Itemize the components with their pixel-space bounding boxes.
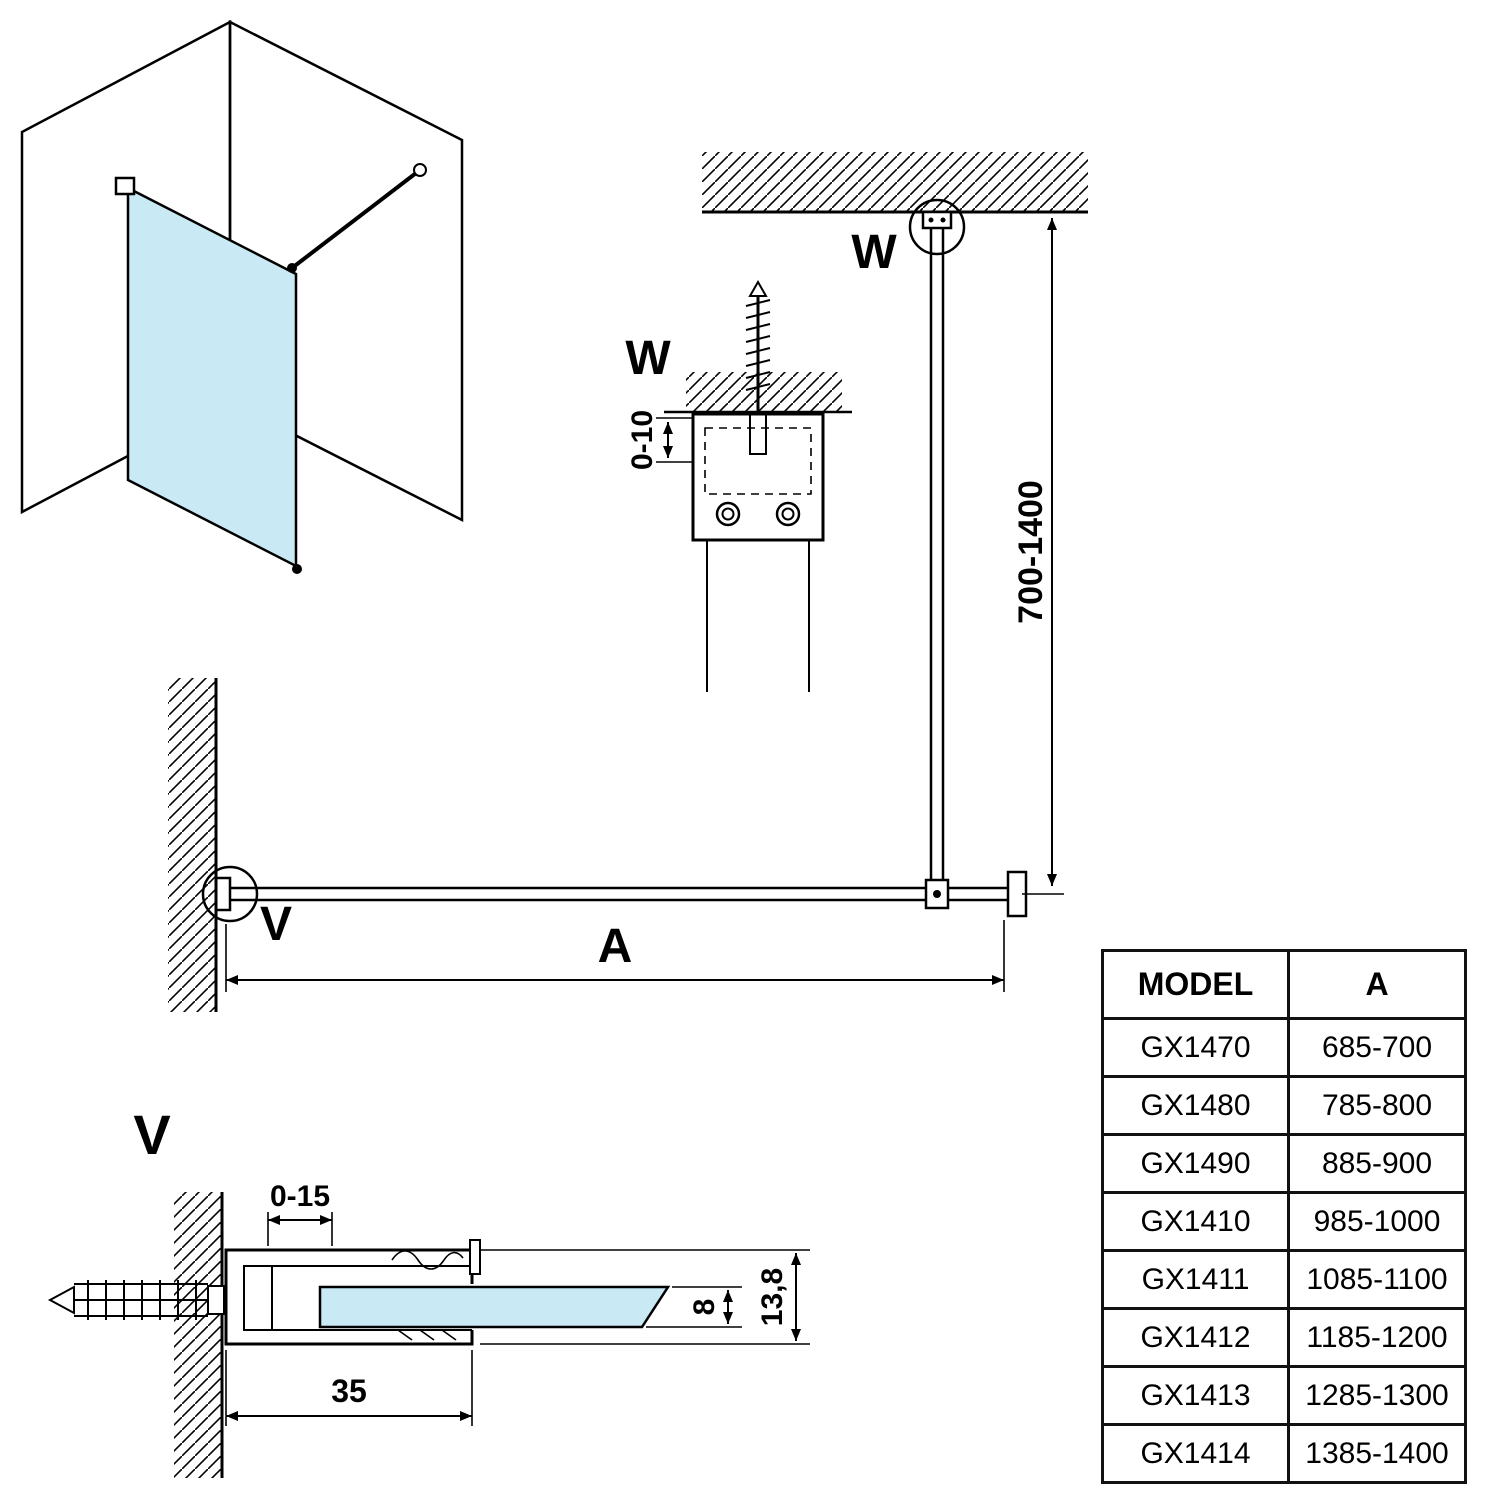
bracket-slot — [749, 414, 767, 455]
dim-text-35: 35 — [331, 1373, 367, 1409]
clip-detail — [391, 1250, 464, 1270]
table-row: GX1413 1285-1300 — [1101, 1365, 1467, 1426]
table-row: GX1411 1085-1100 — [1101, 1249, 1467, 1310]
wall-hatch — [168, 678, 216, 1012]
detail-w: W 0-10 — [625, 279, 852, 692]
range-cell: 1185-1200 — [1287, 1307, 1467, 1368]
model-cell: GX1490 — [1101, 1133, 1290, 1194]
wall-hatch — [174, 1192, 222, 1478]
bolt-icon — [940, 217, 946, 223]
bolt-icon — [715, 501, 741, 527]
table-row: GX1412 1185-1200 — [1101, 1307, 1467, 1368]
wall-anchor-icon — [47, 1280, 225, 1320]
model-spec-table: MODEL A GX1470 685-700 GX1480 785-800 GX… — [1101, 949, 1467, 1484]
gasket-tick — [419, 1329, 435, 1341]
gasket-tick — [441, 1329, 457, 1341]
bracket-body — [691, 412, 825, 542]
range-cell: 1385-1400 — [1287, 1423, 1467, 1484]
col-header-model: MODEL — [1101, 949, 1290, 1020]
table-header-row: MODEL A — [1101, 949, 1467, 1020]
model-cell: GX1411 — [1101, 1249, 1290, 1310]
support-bar-wall-fitting — [413, 163, 427, 177]
isometric-overview — [20, 19, 464, 574]
table-row: GX1410 985-1000 — [1101, 1191, 1467, 1252]
model-cell: GX1414 — [1101, 1423, 1290, 1484]
dim-text-0-10: 0-10 — [626, 410, 659, 470]
detail-w-label: W — [625, 332, 671, 385]
table-row: GX1480 785-800 — [1101, 1075, 1467, 1136]
model-cell: GX1480 — [1101, 1075, 1290, 1136]
callout-w-label: W — [851, 226, 897, 279]
detail-callout-w-circle — [908, 198, 966, 256]
glass-section — [318, 1285, 671, 1329]
model-cell: GX1412 — [1101, 1307, 1290, 1368]
gasket-tick — [397, 1329, 413, 1341]
dim-text-0-15: 0-15 — [270, 1180, 330, 1213]
dimension-8: 8 — [646, 1286, 742, 1328]
bolt-icon — [721, 507, 735, 521]
ceiling-hatch — [686, 372, 842, 412]
wall-profile — [214, 876, 232, 912]
range-cell: 985-1000 — [1287, 1191, 1467, 1252]
dim-text-height: 700-1400 — [1012, 480, 1050, 624]
callout-v-label: V — [260, 898, 292, 951]
dimension-height: 700-1400 — [1012, 218, 1064, 895]
dim-text-a: A — [598, 920, 633, 973]
range-cell: 1285-1300 — [1287, 1365, 1467, 1426]
clip-pin — [469, 1239, 481, 1275]
range-cell: 1085-1100 — [1287, 1249, 1467, 1310]
dimension-0-15: 0-15 — [267, 1180, 333, 1246]
bolt-icon — [775, 501, 801, 527]
dim-text-8: 8 — [688, 1299, 721, 1316]
range-cell: 785-800 — [1287, 1075, 1467, 1136]
col-header-a: A — [1287, 949, 1467, 1020]
ceiling-bracket — [921, 210, 953, 230]
glass-foot — [292, 564, 302, 574]
range-cell: 885-900 — [1287, 1133, 1467, 1194]
detail-callout-v-circle — [201, 865, 259, 923]
bolt-icon — [781, 507, 795, 521]
table-row: GX1470 685-700 — [1101, 1017, 1467, 1078]
detail-v: V — [47, 1103, 810, 1478]
table-row: GX1490 885-900 — [1101, 1133, 1467, 1194]
model-cell: GX1410 — [1101, 1191, 1290, 1252]
ceiling-hatch — [702, 152, 1088, 212]
model-cell: GX1470 — [1101, 1017, 1290, 1078]
dimension-width-a: A — [225, 920, 1005, 992]
wall-profile-bracket — [114, 176, 136, 196]
range-cell: 685-700 — [1287, 1017, 1467, 1078]
dimension-0-10: 0-10 — [626, 410, 693, 470]
wall-profile-inner — [243, 1265, 472, 1331]
table-row: GX1414 1385-1400 — [1101, 1423, 1467, 1484]
dim-text-13-8: 13,8 — [756, 1268, 789, 1326]
support-bar — [290, 168, 422, 270]
clamp-bolt — [933, 890, 941, 898]
model-cell: GX1413 — [1101, 1365, 1290, 1426]
elevation-main: W V 700-1400 A — [168, 152, 1088, 1012]
bolt-icon — [928, 217, 934, 223]
dimension-35: 35 — [225, 1350, 473, 1426]
detail-v-label: V — [133, 1103, 170, 1166]
glass-panel — [126, 185, 298, 569]
bracket-inner-dashed — [704, 427, 812, 495]
support-bar-glass-fitting — [287, 263, 297, 273]
dimension-13-8: 13,8 — [480, 1249, 810, 1345]
